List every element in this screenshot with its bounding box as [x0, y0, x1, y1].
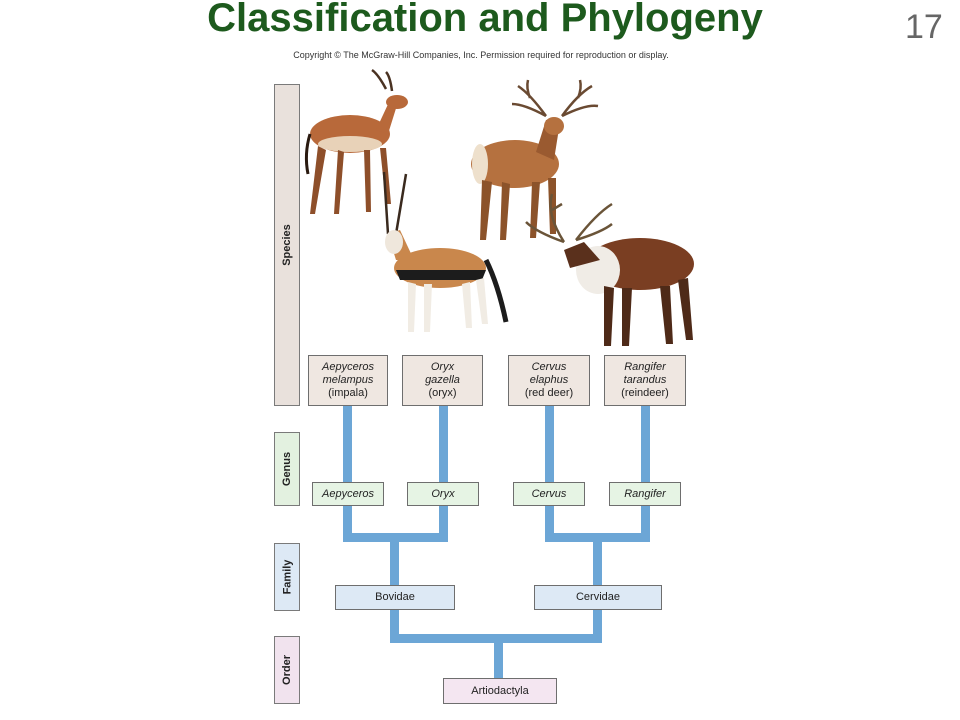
connector-line: [439, 506, 448, 540]
rank-label-species: Species: [281, 224, 293, 266]
slide-title: Classification and Phylogeny: [207, 0, 763, 40]
copyright-notice: Copyright © The McGraw-Hill Companies, I…: [293, 50, 669, 60]
rank-label-genus: Genus: [281, 451, 294, 487]
species-box-red-deer: Cervus elaphus (red deer): [508, 355, 590, 406]
animal-illustrations: [304, 68, 694, 346]
genus-box-aepyceros: Aepyceros: [312, 482, 384, 506]
species-common-name: (reindeer): [621, 387, 669, 399]
red-deer-illustration: [471, 79, 599, 240]
species-genus-name: Cervus: [531, 361, 567, 373]
connector-line: [390, 610, 399, 643]
connector-line: [343, 506, 352, 540]
species-box-impala: Aepyceros melampus (impala): [308, 355, 388, 406]
species-common-name: (red deer): [524, 387, 574, 399]
connector-line: [439, 406, 448, 482]
family-box-cervidae: Cervidae: [534, 585, 662, 610]
connector-line: [545, 506, 554, 540]
rank-bar-genus: Genus: [274, 432, 300, 506]
species-genus-name: Aepyceros: [322, 361, 374, 373]
rank-label-order: Order: [281, 655, 293, 685]
species-box-reindeer: Rangifer tarandus (reindeer): [604, 355, 686, 406]
rank-bar-species: Species: [274, 84, 300, 406]
connector-line: [593, 533, 602, 585]
species-epithet: tarandus: [623, 374, 667, 386]
reindeer-illustration: [525, 193, 694, 346]
family-box-bovidae: Bovidae: [335, 585, 455, 610]
species-genus-name: Oryx: [430, 361, 455, 373]
rank-bar-order: Order: [274, 636, 300, 704]
connector-line: [343, 406, 352, 482]
species-box-oryx: Oryx gazella (oryx): [402, 355, 483, 406]
genus-box-oryx: Oryx: [407, 482, 479, 506]
genus-box-rangifer: Rangifer: [609, 482, 681, 506]
slide-number: 17: [905, 8, 943, 46]
connector-line: [390, 533, 399, 585]
species-epithet: gazella: [425, 374, 460, 386]
species-common-name: (impala): [328, 387, 368, 399]
rank-label-family: Family: [281, 559, 294, 595]
species-genus-name: Rangifer: [624, 361, 666, 373]
connector-line: [494, 634, 503, 678]
connector-line: [641, 506, 650, 540]
species-epithet: elaphus: [529, 374, 569, 386]
rank-bar-family: Family: [274, 543, 300, 611]
impala-illustration: [304, 68, 408, 214]
oryx-illustration: [382, 171, 509, 332]
species-epithet: melampus: [322, 374, 374, 386]
order-box-artiodactyla: Artiodactyla: [443, 678, 557, 704]
connector-line: [641, 406, 650, 482]
connector-line: [545, 406, 554, 482]
species-common-name: (oryx): [428, 387, 457, 399]
genus-box-cervus: Cervus: [513, 482, 585, 506]
connector-line: [593, 610, 602, 643]
